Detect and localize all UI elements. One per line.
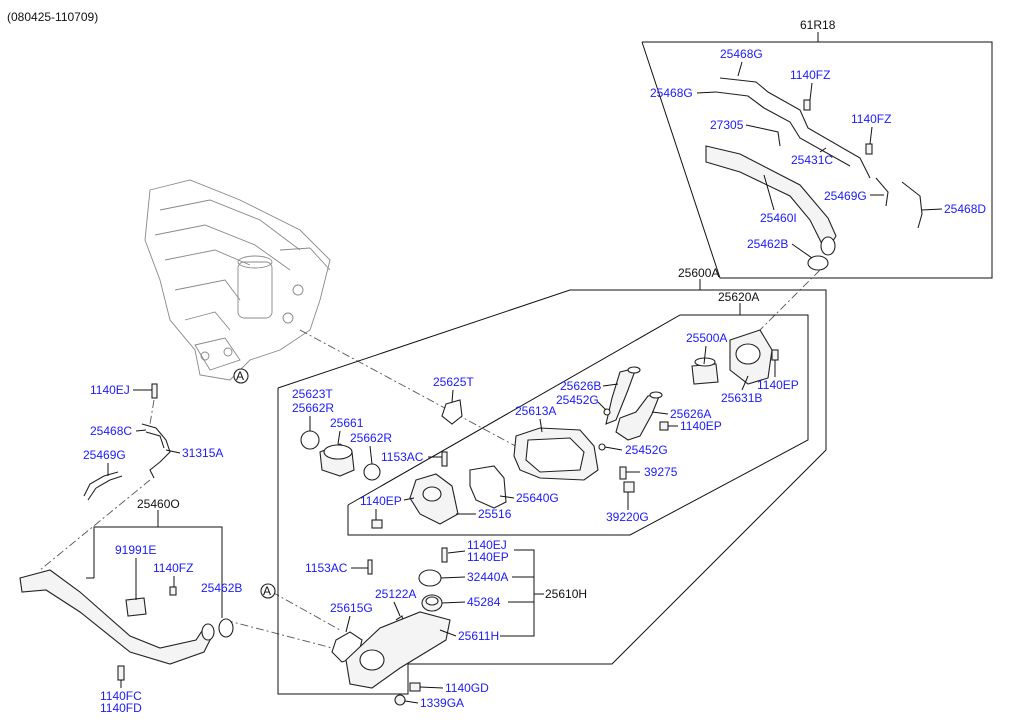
part-25623T: 25623T (292, 387, 333, 401)
part-25611H: 25611H (458, 629, 499, 643)
part-1140FD: 1140FD (100, 701, 142, 715)
part-91991E: 91991E (115, 543, 156, 557)
part-1140FC: 1140FC (100, 689, 142, 703)
part-1140EP-low: 1140EP (467, 550, 509, 564)
part-25122A: 25122A (375, 587, 416, 601)
part-25640G: 25640G (516, 491, 559, 505)
o-ring-icon (807, 255, 829, 271)
part-25615G: 25615G (330, 601, 373, 615)
part-1140EP-right: 1140EP (757, 378, 799, 392)
labels-25610H: 1140EJ 1140EP 1153AC 32440A 25122A 45284… (305, 538, 509, 710)
part-25613A: 25613A (515, 404, 556, 418)
part-1140GD: 1140GD (445, 681, 489, 695)
box-25600A: 25600A (277, 266, 827, 695)
part-25452G-bottom: 25452G (625, 443, 668, 457)
part-25625T: 25625T (433, 375, 474, 389)
group-label-25460O: 25460O (137, 497, 180, 511)
engine-block-sketch (144, 179, 331, 381)
part-25516: 25516 (478, 507, 512, 521)
part-27305: 27305 (710, 118, 744, 132)
part-25462B-left: 25462B (201, 581, 242, 595)
part-1140FZ-a: 1140FZ (790, 68, 830, 82)
coolant-pipe-assembly (705, 77, 923, 271)
thermostat-housing-parts (300, 329, 779, 529)
part-25469G-left: 25469G (83, 448, 126, 462)
diagram-code: (080425-110709) (7, 10, 98, 24)
part-39275: 39275 (644, 465, 678, 479)
box-25460O: 25460O (86, 497, 223, 618)
part-1140EP-left: 1140EP (360, 494, 402, 508)
part-25469G-right: 25469G (824, 189, 867, 203)
part-25452G-top: 25452G (556, 393, 599, 407)
part-1153AC-low: 1153AC (305, 561, 348, 575)
part-1339GA: 1339GA (420, 696, 464, 710)
part-39220G: 39220G (606, 510, 649, 524)
part-25468G-top: 25468G (720, 47, 763, 61)
part-25631B: 25631B (721, 391, 762, 405)
group-label-25620A: 25620A (718, 290, 759, 304)
box-25610H: 25610H (500, 549, 587, 637)
lower-left-pipe-parts (19, 383, 234, 681)
part-25460I: 25460I (760, 211, 797, 225)
ref-circle-a-inlet (260, 583, 276, 599)
part-31315A: 31315A (182, 446, 223, 460)
box-25620A: 25620A (347, 290, 809, 536)
part-45284: 45284 (467, 595, 501, 609)
group-label-25610H: 25610H (545, 587, 587, 601)
ref-a-inlet: A (263, 584, 271, 598)
part-1140EP-mid: 1140EP (680, 419, 722, 433)
labels-25600A: 25500A 1140EP 25631B 25623T 25662R 25625… (292, 331, 799, 524)
part-25468C: 25468C (90, 424, 132, 438)
part-1140FZ-left: 1140FZ (153, 561, 193, 575)
part-1140EJ-mid: 1140EJ (467, 538, 507, 552)
part-25662R-right: 25662R (350, 431, 392, 445)
part-25462B-top: 25462B (747, 237, 788, 251)
group-label-25600A: 25600A (678, 266, 719, 280)
box-61R18: 61R18 (641, 18, 993, 279)
part-1140FZ-b: 1140FZ (851, 112, 891, 126)
part-25662R-left: 25662R (292, 401, 334, 415)
part-25468D: 25468D (944, 202, 986, 216)
water-inlet-parts (331, 547, 451, 706)
part-25500A: 25500A (686, 331, 727, 345)
ref-a-engine: A (236, 369, 244, 383)
labels-lower-left: 1140EJ 25468C 31315A 25469G 91991E 1140F… (83, 383, 242, 715)
part-25661: 25661 (330, 416, 364, 430)
part-1153AC-top: 1153AC (381, 450, 424, 464)
part-32440A: 32440A (467, 570, 508, 584)
ref-circle-a-engine (233, 368, 249, 384)
labels-61R18: 25468G 1140FZ 25468G 1140FZ 27305 25431C… (650, 47, 986, 259)
part-25431C: 25431C (791, 153, 833, 167)
group-label-61R18: 61R18 (800, 18, 836, 32)
part-25626A: 25626A (670, 407, 711, 421)
part-1140EJ-left: 1140EJ (90, 383, 130, 397)
part-25626B: 25626B (560, 379, 601, 393)
part-25468G-left: 25468G (650, 86, 693, 100)
